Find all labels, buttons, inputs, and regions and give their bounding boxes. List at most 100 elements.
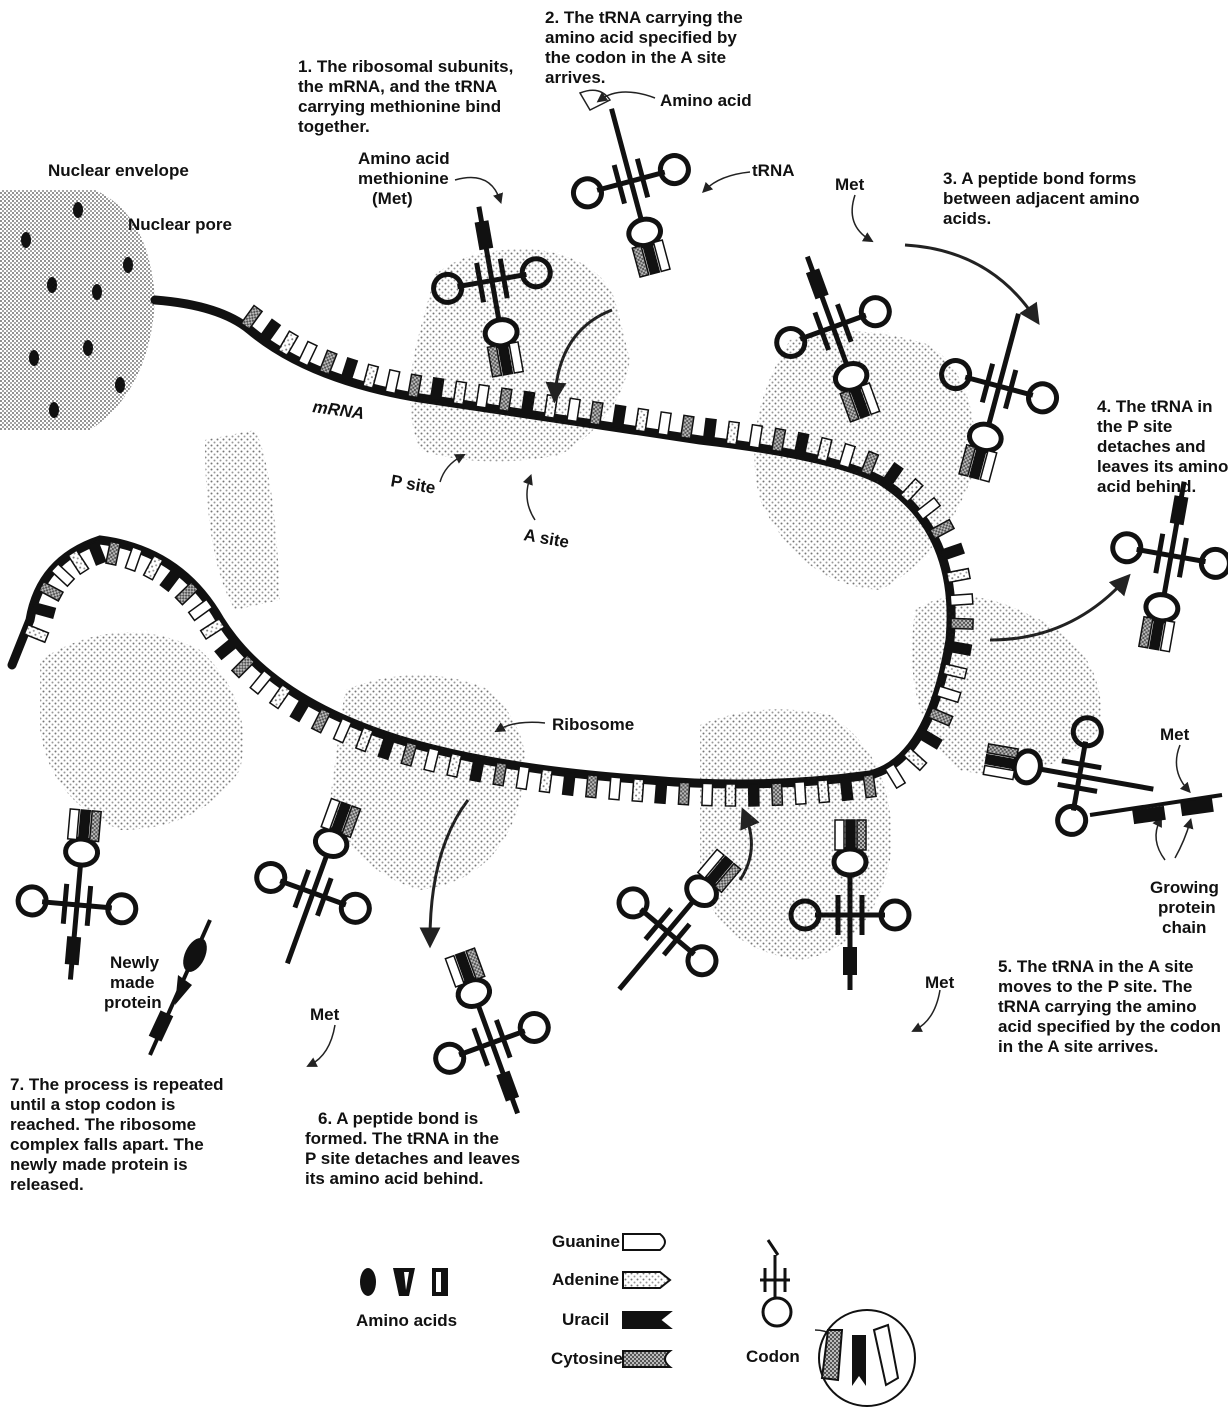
- step-3: 3. A peptide bond forms between adjacent…: [943, 169, 1140, 228]
- svg-text:moves to the P site. The: moves to the P site. The: [998, 977, 1192, 996]
- ribosome-7: [205, 430, 280, 610]
- growing-chain-label-2: protein: [1158, 898, 1216, 917]
- svg-text:Adenine: Adenine: [552, 1270, 619, 1289]
- uracil-base: [703, 419, 716, 442]
- svg-text:its amino acid behind.: its amino acid behind.: [305, 1169, 484, 1188]
- svg-text:acid behind.: acid behind.: [1097, 477, 1196, 496]
- adenine-base: [144, 556, 163, 580]
- amino-acid-label: Amino acid: [660, 91, 752, 110]
- uracil-base: [840, 777, 852, 800]
- svg-text:7. The process is repeated: 7. The process is repeated: [10, 1075, 224, 1094]
- svg-text:3. A peptide bond forms: 3. A peptide bond forms: [943, 169, 1136, 188]
- cytosine-base: [39, 582, 63, 601]
- cytosine-base: [175, 582, 198, 604]
- met-label-4: Met: [310, 1005, 340, 1024]
- newly-made-label-1: Newly: [110, 953, 160, 972]
- uracil-base: [940, 544, 964, 561]
- guanine-base: [125, 547, 142, 571]
- svg-text:the P site: the P site: [1097, 417, 1172, 436]
- legend-uracil: Uracil: [562, 1310, 670, 1329]
- legend-amino-acids: Amino acids: [356, 1268, 457, 1330]
- guanine-base: [885, 764, 905, 788]
- amino-acid-met-label-3: (Met): [372, 189, 413, 208]
- svg-text:6. A peptide bond is: 6. A peptide bond is: [318, 1109, 478, 1128]
- cytosine-base: [319, 350, 336, 374]
- svg-text:detaches and: detaches and: [1097, 437, 1206, 456]
- legend-cytosine: Cytosine: [551, 1349, 670, 1368]
- step-7: 7. The process is repeated until a stop …: [10, 1075, 224, 1194]
- adenine-base: [201, 619, 225, 639]
- step-1: 1. The ribosomal subunits, the mRNA, and…: [298, 57, 513, 136]
- met-label-1: Met: [835, 175, 865, 194]
- svg-text:formed. The tRNA in the: formed. The tRNA in the: [305, 1129, 499, 1148]
- step-6: 6. A peptide bond is formed. The tRNA in…: [305, 1109, 520, 1188]
- svg-text:P site detaches and leaves: P site detaches and leaves: [305, 1149, 520, 1168]
- p-site-label: P site: [389, 471, 437, 498]
- svg-text:amino acid specified by: amino acid specified by: [545, 28, 737, 47]
- adenine-base: [24, 625, 48, 642]
- trna-molecule: [555, 93, 713, 288]
- adenine-base: [904, 748, 927, 770]
- legend-guanine: Guanine: [552, 1232, 665, 1251]
- svg-text:the mRNA, and the tRNA: the mRNA, and the tRNA: [298, 77, 497, 96]
- growing-chain-label-1: Growing: [1150, 878, 1219, 897]
- svg-text:reached. The ribosome: reached. The ribosome: [10, 1115, 196, 1134]
- svg-text:acid specified by the codon: acid specified by the codon: [998, 1017, 1221, 1036]
- nuclear-pore-label: Nuclear pore: [128, 215, 232, 234]
- newly-made-label-2: made: [110, 973, 154, 992]
- step-5: 5. The tRNA in the A site moves to the P…: [998, 957, 1221, 1056]
- guanine-base: [702, 783, 713, 805]
- guanine-base: [299, 341, 317, 365]
- met-label-2: Met: [1160, 725, 1190, 744]
- adenine-base: [725, 784, 735, 806]
- svg-text:1. The ribosomal subunits,: 1. The ribosomal subunits,: [298, 57, 513, 76]
- met-label-3: Met: [925, 973, 955, 992]
- trna-molecule: [404, 933, 573, 1133]
- adenine-base: [818, 780, 830, 803]
- svg-text:newly made protein is: newly made protein is: [10, 1155, 188, 1174]
- guanine-base: [250, 671, 272, 694]
- step-4: 4. The tRNA in the P site detaches and l…: [1097, 397, 1228, 496]
- newly-made-label-3: protein: [104, 993, 162, 1012]
- svg-text:acids.: acids.: [943, 209, 991, 228]
- svg-text:2. The tRNA carrying the: 2. The tRNA carrying the: [545, 8, 743, 27]
- svg-text:arrives.: arrives.: [545, 68, 606, 87]
- growing-protein-chain: [1090, 795, 1222, 824]
- uracil-base: [655, 781, 667, 804]
- cytosine-base: [241, 306, 262, 330]
- nuclear-envelope-label: Nuclear envelope: [48, 161, 189, 180]
- a-site-label: A site: [522, 525, 570, 552]
- svg-text:Uracil: Uracil: [562, 1310, 609, 1329]
- trna-molecule: [1096, 471, 1228, 659]
- guanine-base: [51, 564, 74, 586]
- cytosine-base: [772, 783, 783, 805]
- amino-acids-label: Amino acids: [356, 1311, 457, 1330]
- uracil-base: [290, 697, 310, 721]
- svg-text:4. The tRNA in: 4. The tRNA in: [1097, 397, 1213, 416]
- guanine-base: [189, 599, 213, 620]
- adenine-base: [278, 331, 298, 355]
- adenine-base: [68, 550, 88, 574]
- newly-made-protein: [149, 920, 212, 1055]
- amino-acid-met-label-1: Amino acid: [358, 149, 450, 168]
- svg-text:carrying methionine bind: carrying methionine bind: [298, 97, 501, 116]
- amino-acid-met-label-2: methionine: [358, 169, 449, 188]
- legend: Guanine Adenine Uracil Cytosine Amino ac…: [356, 1232, 915, 1406]
- ribosome-6: [40, 632, 243, 830]
- cytosine-base: [951, 618, 973, 629]
- cytosine-base: [312, 709, 331, 733]
- trna-label: tRNA: [752, 161, 795, 180]
- legend-codon: Codon: [746, 1240, 915, 1406]
- svg-text:in the A site arrives.: in the A site arrives.: [998, 1037, 1158, 1056]
- svg-text:released.: released.: [10, 1175, 84, 1194]
- guanine-base: [795, 782, 806, 805]
- uracil-base: [341, 358, 357, 382]
- cytosine-base: [586, 775, 598, 798]
- adenine-base: [270, 685, 291, 709]
- adenine-base: [539, 769, 552, 792]
- cytosine-base: [863, 775, 876, 798]
- svg-text:leaves its amino: leaves its amino: [1097, 457, 1228, 476]
- uracil-base: [749, 784, 759, 806]
- cytosine-base: [232, 655, 255, 678]
